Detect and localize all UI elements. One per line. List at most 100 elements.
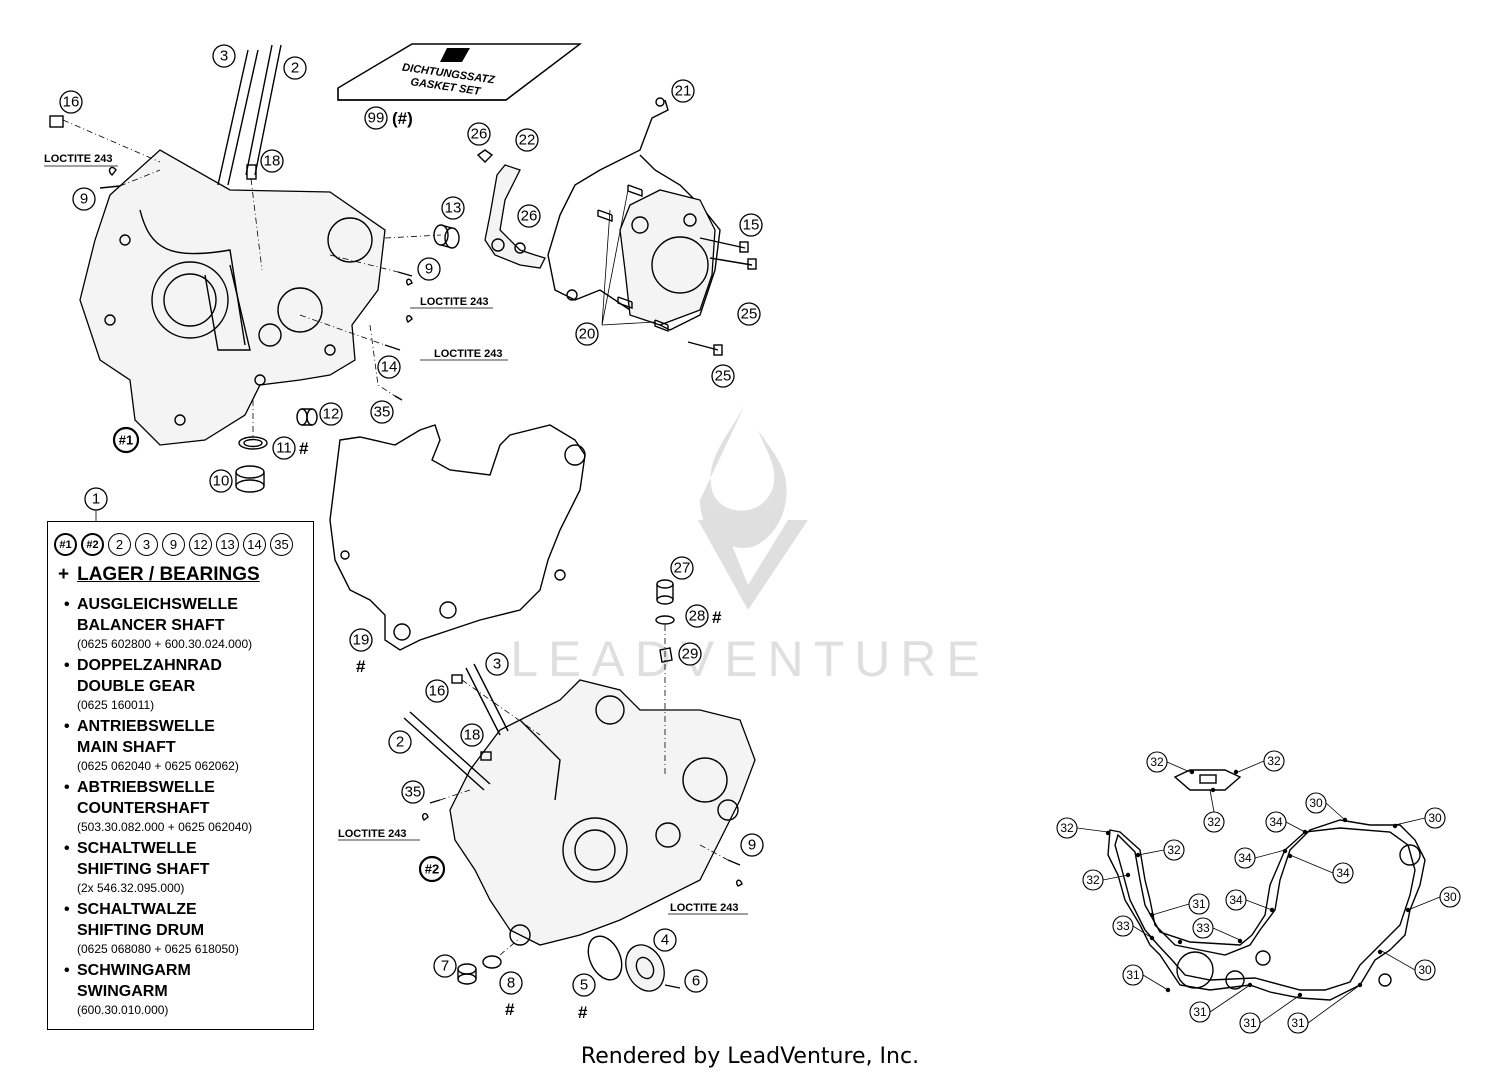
plug-16: [49, 115, 64, 128]
callout-99: 99: [364, 106, 388, 130]
callout-30-d: 30: [1414, 959, 1436, 981]
callout-14: 14: [377, 355, 401, 379]
cover-4: [625, 944, 665, 992]
item-en: BALANCER SHAFT: [77, 617, 225, 634]
item-nums: (0625 062040 + 0625 062062): [77, 759, 239, 773]
stud-2-lower: [403, 711, 491, 791]
svg-text:7: 7: [441, 958, 449, 975]
kit-badge: 35: [270, 533, 293, 556]
list-item: •SCHALTWALZE SHIFTING DRUM (0625 068080 …: [64, 899, 252, 958]
callout-10: 10: [209, 469, 233, 493]
svg-text:#1: #1: [119, 433, 133, 448]
stud-3: [217, 49, 259, 186]
list-item: •SCHWINGARM SWINGARM (600.30.010.000): [64, 960, 252, 1019]
svg-text:32: 32: [1267, 754, 1281, 768]
bearing-kit-box: #1 #2 2 3 9 12 13 14 35 +LAGER / BEARING…: [47, 521, 314, 1030]
svg-text:99: 99: [368, 110, 385, 127]
callout-20: 20: [575, 322, 599, 346]
svg-text:12: 12: [323, 406, 340, 423]
callout-31-a: 31: [1188, 893, 1210, 915]
callout-31-d: 31: [1239, 1012, 1261, 1034]
item-en: MAIN SHAFT: [77, 739, 176, 756]
callout-hash-1: #1: [112, 426, 140, 454]
callout-35-upper: 35: [370, 400, 394, 424]
callout-32-c: 32: [1203, 811, 1225, 833]
svg-text:6: 6: [692, 973, 700, 990]
svg-text:19: 19: [353, 632, 370, 649]
callout-33-b: 33: [1192, 917, 1214, 939]
svg-text:15: 15: [743, 217, 760, 234]
svg-text:31: 31: [1193, 1005, 1207, 1019]
bushing-12: [296, 408, 318, 426]
svg-text:LOCTITE 243: LOCTITE 243: [434, 348, 502, 360]
list-item: •SCHALTWELLE SHIFTING SHAFT (2x 546.32.0…: [64, 838, 252, 897]
svg-text:34: 34: [1336, 866, 1350, 880]
callout-12: 12: [319, 402, 343, 426]
svg-text:31: 31: [1126, 968, 1140, 982]
svg-text:10: 10: [213, 473, 230, 490]
callout-25-lower: 25: [711, 364, 735, 388]
kit-badge: #1: [54, 533, 77, 556]
hash-5: #: [578, 1003, 588, 1022]
callout-8: 8: [499, 971, 523, 995]
callout-9-mid: 9: [417, 257, 441, 281]
svg-text:34: 34: [1269, 815, 1283, 829]
callout-26-mid: 26: [517, 204, 541, 228]
item-de: ANTRIEBSWELLE: [77, 718, 215, 735]
callout-11: 11: [272, 436, 296, 460]
callout-22: 22: [515, 128, 539, 152]
svg-text:32: 32: [1167, 843, 1181, 857]
bullet-dot-icon: •: [64, 596, 70, 613]
svg-text:LOCTITE 243: LOCTITE 243: [44, 153, 112, 165]
callout-32-d: 32: [1056, 817, 1078, 839]
list-item: • ANTRIEBSWELLE MAIN SHAFT (0625 062040 +…: [64, 716, 252, 775]
bullet-dot-icon: •: [64, 901, 70, 918]
plug-27: [656, 579, 674, 605]
svg-text:14: 14: [381, 359, 398, 376]
callout-9-lower: 9: [740, 833, 764, 857]
item-de: SCHALTWELLE: [77, 840, 197, 857]
callout-34-d: 34: [1225, 889, 1247, 911]
gasket-19: [329, 424, 586, 651]
kit-badge: 14: [243, 533, 266, 556]
svg-text:32: 32: [1086, 873, 1100, 887]
svg-text:34: 34: [1229, 893, 1243, 907]
callout-32-b: 32: [1263, 750, 1285, 772]
callout-32-e: 32: [1163, 839, 1185, 861]
callout-3-lower: 3: [485, 652, 509, 676]
screw-29: [659, 647, 673, 663]
callout-4: 4: [653, 928, 677, 952]
gasket-detail-right: [1107, 769, 1426, 1001]
callout-30-a: 30: [1305, 792, 1327, 814]
callout-hash-2: #2: [418, 855, 446, 883]
svg-text:25: 25: [741, 306, 758, 323]
svg-text:32: 32: [1060, 821, 1074, 835]
svg-text:25: 25: [715, 368, 732, 385]
svg-text:18: 18: [264, 153, 281, 170]
item-nums: (0625 602800 + 600.30.024.000): [77, 637, 253, 651]
callout-18-lower: 18: [460, 723, 484, 747]
item-de: AUSGLEICHSWELLE: [77, 596, 238, 613]
bracket-22: [484, 164, 546, 269]
svg-text:30: 30: [1428, 811, 1442, 825]
list-item: • AUSGLEICHSWELLE BALANCER SHAFT (0625 60…: [64, 594, 252, 653]
svg-text:27: 27: [674, 560, 691, 577]
callout-34-c: 34: [1332, 862, 1354, 884]
callout-33-a: 33: [1112, 915, 1134, 937]
callout-34-a: 34: [1265, 811, 1287, 833]
svg-text:LOCTITE 243: LOCTITE 243: [420, 296, 488, 308]
list-item: •ABTRIEBSWELLE COUNTERSHAFT (503.30.082.…: [64, 777, 252, 836]
stud-3-lower: [465, 663, 509, 736]
dowel-18: [246, 164, 257, 180]
svg-text:26: 26: [521, 208, 538, 225]
svg-text:32: 32: [1150, 755, 1164, 769]
callout-31-e: 31: [1287, 1012, 1309, 1034]
svg-text:20: 20: [579, 326, 596, 343]
stud-2: [245, 44, 282, 176]
svg-text:18: 18: [464, 727, 481, 744]
item-nums: (0625 160011): [77, 698, 155, 712]
bullet-dot-icon: •: [64, 718, 70, 735]
kit-badge: 2: [108, 533, 131, 556]
sleeve-13: [433, 224, 460, 249]
svg-text:LOCTITE 243: LOCTITE 243: [670, 902, 738, 914]
